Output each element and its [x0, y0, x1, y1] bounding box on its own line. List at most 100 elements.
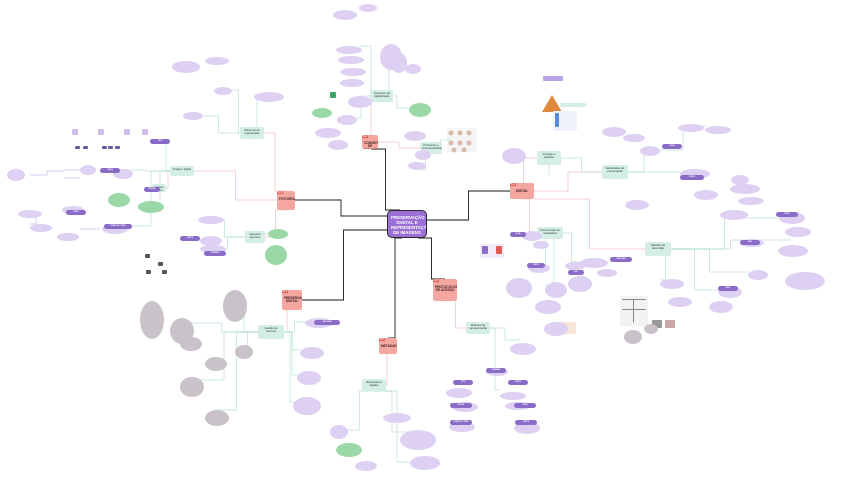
note-bubble: [404, 131, 426, 141]
connector-line: [534, 171, 602, 192]
note-bubble: [449, 422, 475, 432]
note-bubble: [410, 456, 440, 470]
note-bubble: [293, 397, 321, 415]
note-bubble: [200, 245, 226, 253]
thumbnail-icon: [466, 140, 472, 146]
note-bubble: [223, 290, 247, 322]
format-icon: [142, 129, 148, 135]
category-number: 6.2: [362, 135, 368, 139]
note-bubble: [731, 175, 749, 185]
category-number: 6.1: [510, 183, 516, 187]
pyramid-illustration: [542, 95, 562, 112]
note-bubble: [680, 169, 710, 179]
note-bubble: [254, 92, 284, 102]
note-bubble: [297, 371, 321, 385]
connector-line: [386, 353, 388, 386]
keyword-tag[interactable]: OAIS: [514, 403, 536, 408]
keyword-tag[interactable]: CMYK: [527, 263, 545, 268]
keyword-tag[interactable]: XML: [740, 240, 760, 245]
keyword-tag[interactable]: RDF: [718, 286, 738, 291]
subtopic-node[interactable]: Aspectos técnicos: [245, 231, 265, 243]
category-node-5[interactable]: 6.5METADADOS: [379, 338, 397, 354]
note-bubble: [625, 200, 649, 210]
device-icon: [162, 270, 167, 274]
keyword-tag[interactable]: OAI-PMH: [610, 257, 632, 262]
note-bubble: [205, 410, 229, 426]
keyword-tag[interactable]: PREMIS: [486, 368, 506, 373]
note-bubble: [205, 357, 227, 371]
keyword-tag[interactable]: RGB: [662, 144, 682, 149]
note-bubble: [709, 301, 733, 313]
keyword-tag[interactable]: JPEG: [508, 380, 528, 385]
keyword-tag[interactable]: METS: [180, 236, 200, 241]
keyword-tag[interactable]: PDF/A: [144, 187, 160, 192]
keyword-tag[interactable]: OAI-PMH: [314, 320, 340, 325]
note-bubble: [138, 201, 164, 213]
category-number: 6.6: [433, 279, 439, 283]
note-bubble: [409, 103, 431, 117]
note-bubble: [30, 224, 52, 232]
note-bubble: [778, 245, 808, 257]
subtopic-node[interactable]: Gestão de acervos: [258, 325, 284, 339]
keyword-tag[interactable]: OAIS: [66, 210, 86, 215]
keyword-tag[interactable]: RGB: [510, 232, 526, 237]
table-line: [622, 299, 646, 300]
category-node-2[interactable]: 6.2CONCEITOS DE BIBLIOTECA: [362, 135, 378, 149]
category-node-3[interactable]: 6.3FOTOGRAFIAS: [277, 191, 295, 210]
keyword-tag[interactable]: PREMIS: [204, 251, 226, 256]
central-topic[interactable]: PRESERVAÇÃO DIGITAL E REPRESENTAÇÃO DE I…: [387, 210, 427, 238]
note-bubble: [748, 270, 768, 280]
format-icon: [98, 129, 104, 135]
note-bubble: [694, 190, 718, 200]
keyword-tag[interactable]: DUBLIN CORE: [104, 224, 132, 229]
connector-line: [490, 327, 520, 341]
note-bubble: [522, 231, 542, 241]
keyword-tag[interactable]: DUBLIN CORE: [450, 420, 472, 425]
file-icon: [83, 146, 88, 149]
note-bubble: [506, 278, 532, 298]
person-icon: [482, 246, 488, 254]
category-node-4[interactable]: 6.4PRESERVAÇÃO DIGITAL: [282, 290, 302, 310]
subtopic-node[interactable]: Estratégias de preservação: [602, 165, 628, 179]
note-bubble: [7, 169, 25, 181]
category-label: PROTOCOLOS DE ACESSO: [435, 285, 457, 293]
connector-line: [378, 141, 420, 149]
thumbnail-icon: [457, 130, 463, 136]
note-bubble: [300, 347, 324, 359]
keyword-tag[interactable]: JPEG: [100, 168, 120, 173]
subtopic-node[interactable]: Padrões de descrição: [645, 242, 671, 256]
note-bubble: [113, 169, 133, 179]
subtopic-node[interactable]: Repositórios digitais: [362, 379, 386, 391]
connector-line: [374, 390, 410, 433]
connector-line: [563, 232, 580, 263]
note-bubble: [328, 140, 348, 150]
connector-line: [215, 331, 258, 411]
subtopic-node[interactable]: Imagem digital: [170, 166, 194, 176]
keyword-tag[interactable]: CMYK: [680, 175, 704, 180]
keyword-tag[interactable]: TIFF: [453, 380, 473, 385]
category-number: 6.3: [277, 191, 283, 195]
keyword-tag[interactable]: METS: [515, 420, 537, 425]
note-bubble: [355, 461, 377, 471]
subtopic-node[interactable]: Modelos de representação: [466, 322, 490, 334]
subtopic-node[interactable]: Sistemas de organização: [240, 127, 264, 139]
connector-line: [371, 148, 400, 211]
keyword-tag[interactable]: PDF/A: [450, 403, 472, 408]
keyword-tag[interactable]: TIFF: [150, 139, 170, 144]
note-bubble: [338, 56, 364, 64]
note-bubble: [510, 343, 536, 355]
note-bubble: [568, 276, 592, 292]
subtopic-node[interactable]: Conceitos de digitalização: [371, 90, 393, 102]
keyword-tag[interactable]: PNG: [776, 212, 798, 217]
subtopic-node[interactable]: Formato e padrões: [537, 151, 561, 165]
thumbnail-icon: [448, 140, 454, 146]
subtopic-node[interactable]: Ferramentas de metadados: [537, 227, 563, 239]
note-bubble: [80, 165, 96, 175]
note-bubble: [102, 224, 128, 234]
note-bubble: [738, 197, 764, 205]
keyword-tag[interactable]: DPI: [568, 270, 584, 275]
note-bubble: [333, 10, 357, 20]
